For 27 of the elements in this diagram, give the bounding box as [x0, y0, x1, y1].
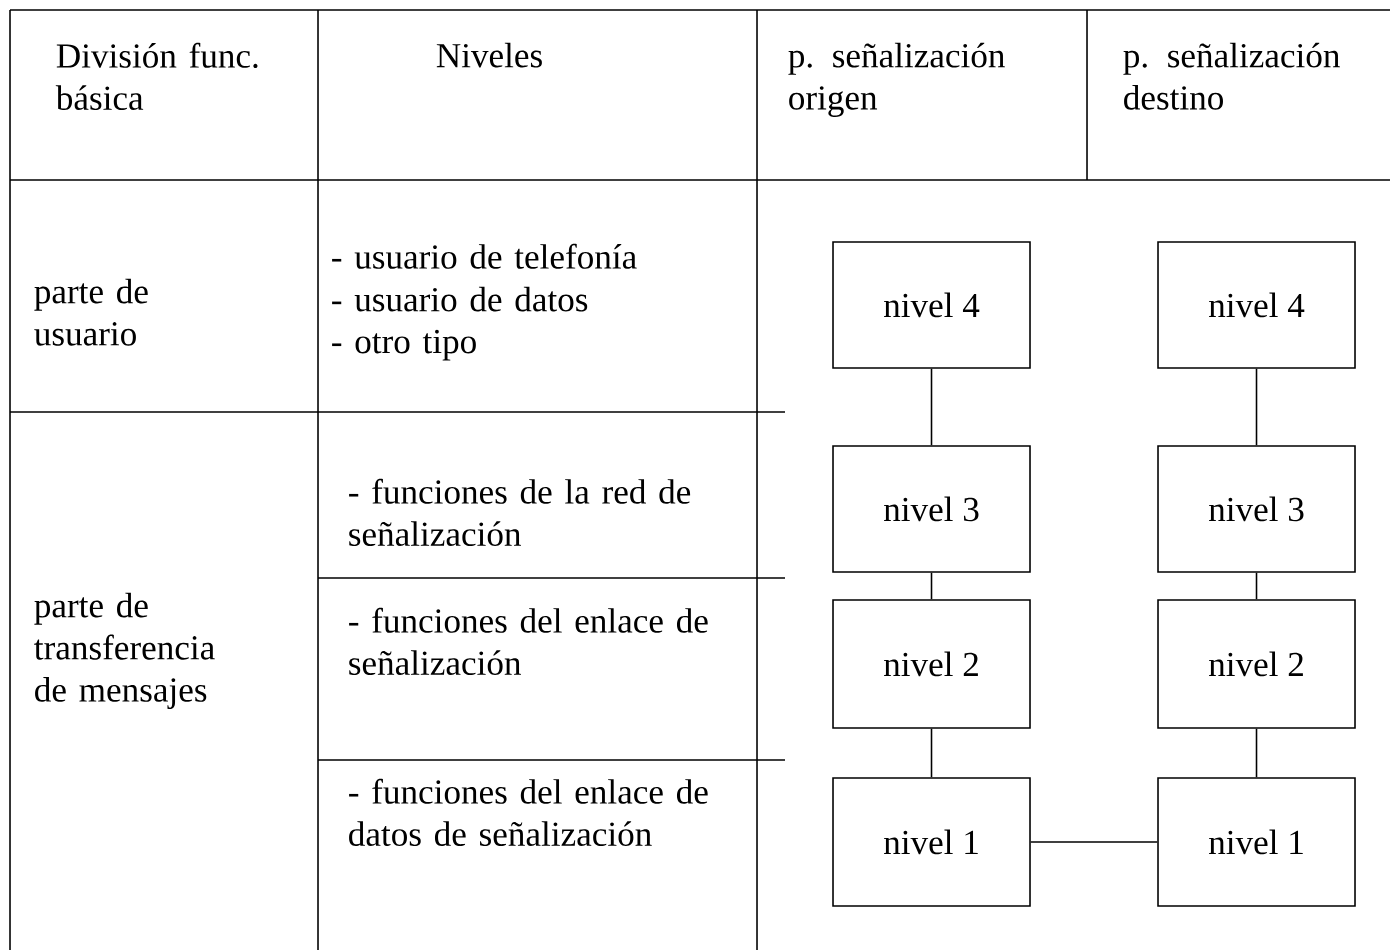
cell-text: parte de transferencia de mensajes: [34, 592, 215, 709]
cell-text: - usuario de datos: [332, 286, 588, 312]
cell-text: - otro tipo: [332, 329, 476, 361]
connector-line: [930, 572, 933, 600]
connector-line: [1030, 841, 1158, 843]
level-box: nivel 2: [832, 599, 1031, 729]
connector-line: [1255, 728, 1258, 778]
level-box: nivel 2: [1157, 599, 1356, 729]
cell-text: Niveles: [436, 42, 542, 68]
connector-line: [1255, 572, 1258, 600]
connector-line: [930, 367, 933, 446]
level-box: nivel 3: [832, 445, 1031, 573]
cell-text: - usuario de telefonía: [332, 243, 637, 269]
cell-text: - funciones del enlace de señalización: [349, 607, 708, 676]
level-box: nivel 4: [1157, 241, 1356, 369]
level-box: nivel 1: [1157, 777, 1356, 907]
cell-text: p. señalización destino: [1123, 42, 1340, 110]
cell-text: División func. básica: [55, 42, 258, 111]
cell-text: - funciones del enlace de datos de señalización: [349, 778, 708, 847]
cell-text: p. señalización origen: [788, 42, 1005, 117]
level-box: nivel 3: [1157, 445, 1356, 573]
cell-text: - funciones de la red de señalización: [349, 478, 691, 547]
level-box: nivel 1: [832, 777, 1031, 907]
connector-line: [1255, 367, 1258, 446]
cell-text: parte de usuario: [34, 278, 148, 346]
level-box: nivel 4: [832, 241, 1031, 369]
connector-line: [930, 728, 933, 778]
